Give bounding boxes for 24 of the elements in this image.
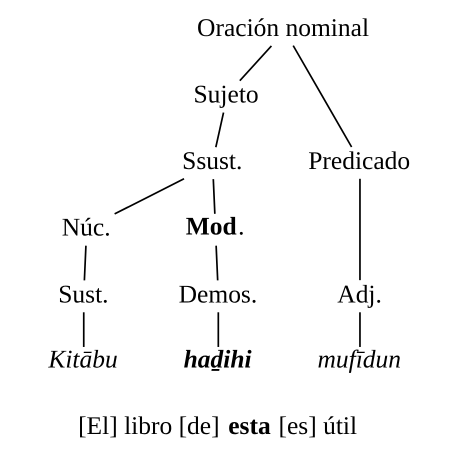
node-text: Oración nominal <box>197 13 370 42</box>
node-text: mufīdun <box>317 344 402 374</box>
node-text: Predicado <box>308 146 410 176</box>
node-text: haḏihi <box>184 344 252 374</box>
node-text: Demos. <box>178 279 258 308</box>
connector <box>84 246 87 280</box>
label: [El] libro [de] esta [es] útil <box>78 411 358 440</box>
node-text: Kitābu <box>48 344 118 374</box>
connector <box>239 45 272 82</box>
connector <box>359 312 361 347</box>
connector <box>217 312 220 347</box>
node-text: Ssust. <box>182 146 242 176</box>
node-text: Adj. <box>337 279 382 308</box>
node-text: Sujeto <box>194 80 259 109</box>
connector <box>359 178 361 280</box>
node-text: Núc. <box>62 212 111 242</box>
connector <box>215 246 219 280</box>
connector <box>82 312 85 347</box>
connector <box>215 112 224 148</box>
node-text: Mod. <box>186 211 245 240</box>
connector <box>212 179 216 214</box>
connector <box>292 45 352 148</box>
node-text: Sust. <box>58 279 109 308</box>
connector <box>114 178 184 215</box>
